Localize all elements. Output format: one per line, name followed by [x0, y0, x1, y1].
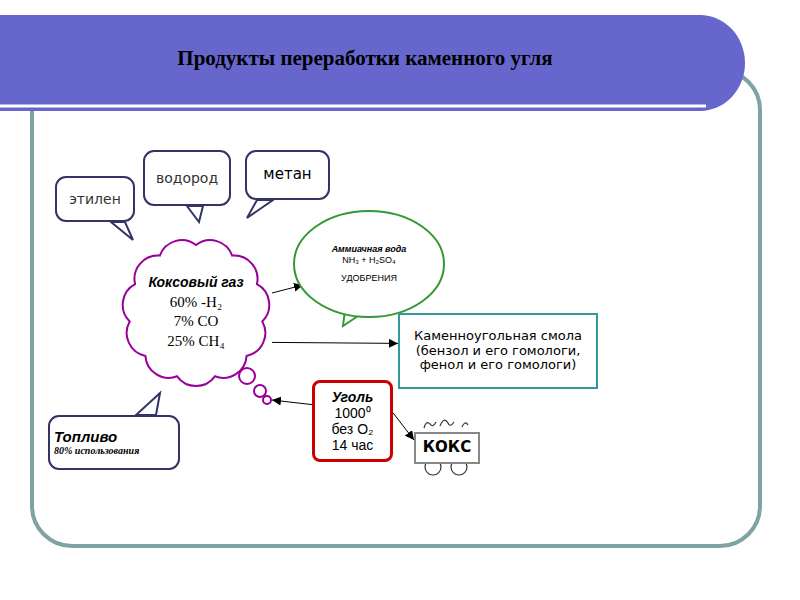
ellipse-body — [294, 211, 444, 317]
slide-title: Продукты переработки каменного угля — [40, 46, 690, 71]
node-label: Топливо — [54, 428, 117, 445]
slide-frame — [32, 70, 760, 546]
node-detail: 1000⁰ — [334, 405, 370, 421]
node-detail: 60% -H₂ — [170, 294, 222, 311]
node-label: Уголь — [332, 389, 374, 405]
node-detail: без O₂ — [332, 421, 374, 437]
node-label: Аммиачная вода — [332, 244, 407, 254]
callout-bubble: водород — [143, 150, 231, 206]
flow-arrow — [272, 285, 303, 293]
callout-body — [246, 151, 329, 199]
node-label: Коксовый газ — [148, 274, 243, 290]
product-box: КОКС — [414, 432, 480, 464]
callout-body — [49, 416, 179, 469]
callout-tail — [111, 222, 133, 240]
node-detail: 25% CH₄ — [167, 333, 224, 350]
gas-cloud: Коксовый газ 60% -H₂ 7% CO 25% CH₄ — [120, 236, 272, 388]
node-detail: 7% CO — [174, 313, 219, 330]
node-label: Каменноугольная смола (бензол и его гомо… — [404, 329, 592, 374]
callout-bubble: метан — [245, 150, 330, 200]
cloud-bubble — [263, 396, 271, 404]
flow-arrow — [272, 342, 398, 343]
callout-bubble: этилен — [55, 176, 135, 222]
node-label: метан — [263, 166, 311, 183]
callout-tail — [136, 393, 160, 415]
title-band — [0, 15, 745, 111]
node-detail: NH₃ + H₂SO₄ — [342, 255, 396, 265]
node-detail: УДОБРЕНИЯ — [341, 273, 397, 283]
product-ellipse: Аммиачная водаNH₃ + H₂SO₄ УДОБРЕНИЯ — [293, 210, 445, 318]
product-box: Каменноугольная смола (бензол и его гомо… — [398, 313, 598, 389]
node-label: водород — [156, 170, 218, 186]
source-box: Уголь1000⁰без O₂14 час — [312, 380, 393, 462]
gas-cloud-outline — [120, 236, 272, 388]
callout-tail — [247, 200, 273, 218]
cloud-body — [123, 240, 270, 386]
callout-bubble: Топливо80% использования — [48, 415, 180, 470]
node-detail: 80% использования — [54, 445, 139, 457]
cloud-bubble — [239, 368, 255, 384]
flow-arrow — [393, 413, 414, 440]
callout-body — [144, 151, 230, 205]
callout-body — [56, 177, 134, 221]
title-underline — [0, 105, 706, 108]
callout-tail — [187, 206, 203, 222]
node-label: этилен — [69, 191, 121, 207]
cloud-bubble — [254, 385, 266, 397]
node-detail: 14 час — [332, 437, 374, 453]
node-label: КОКС — [423, 439, 471, 456]
flow-arrow — [272, 400, 312, 405]
